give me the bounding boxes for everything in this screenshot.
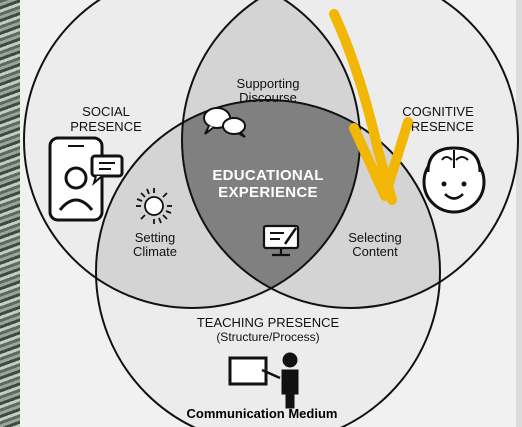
sun-icon (136, 188, 172, 224)
svg-text:EXPERIENCE: EXPERIENCE (218, 184, 318, 201)
chat-bubbles-icon (203, 107, 246, 138)
svg-text:Discourse: Discourse (239, 90, 297, 105)
communication-medium-label: Communication Medium (187, 406, 338, 421)
selecting-content-label-2: Content (352, 244, 398, 259)
computer-icon (262, 224, 300, 257)
selecting-content-label-1: Selecting (348, 230, 401, 245)
svg-text:EDUCATIONAL: EDUCATIONAL (212, 167, 323, 184)
supporting-discourse-label-1: Supporting (237, 76, 300, 91)
svg-text:Supporting: Supporting (237, 76, 300, 91)
educational-experience-label-1: EDUCATIONAL (212, 167, 323, 184)
supporting-discourse-label-2: Discourse (239, 90, 297, 105)
teacher-board-icon (228, 352, 299, 409)
svg-text:SOCIAL: SOCIAL (82, 104, 130, 119)
arrow-down-icon (329, 9, 413, 205)
svg-text:Selecting: Selecting (348, 230, 401, 245)
svg-text:(Structure/Process): (Structure/Process) (216, 330, 319, 344)
svg-text:Communication Medium: Communication Medium (187, 406, 338, 421)
svg-text:Setting: Setting (135, 230, 175, 245)
cognitive-presence-label-1: COGNITIVE (402, 104, 474, 119)
social-presence-label-2: PRESENCE (70, 119, 142, 134)
background-right-edge (516, 0, 522, 427)
social-presence-label-1: SOCIAL (82, 104, 130, 119)
svg-text:PRESENCE: PRESENCE (70, 119, 142, 134)
teaching-presence-label-1: TEACHING PRESENCE (197, 315, 340, 330)
teaching-presence-label-2: (Structure/Process) (216, 330, 319, 344)
setting-climate-label-1: Setting (135, 230, 175, 245)
svg-text:TEACHING PRESENCE: TEACHING PRESENCE (197, 315, 340, 330)
cognitive-presence-label-2: PRESENCE (402, 119, 474, 134)
background-photo-edge (0, 0, 20, 427)
phone-user-icon (48, 136, 124, 222)
svg-text:Content: Content (352, 244, 398, 259)
brain-face-icon (422, 146, 486, 214)
setting-climate-label-2: Climate (133, 244, 177, 259)
svg-text:Climate: Climate (133, 244, 177, 259)
educational-experience-label-2: EXPERIENCE (218, 184, 318, 201)
svg-text:COGNITIVE: COGNITIVE (402, 104, 474, 119)
svg-text:PRESENCE: PRESENCE (402, 119, 474, 134)
